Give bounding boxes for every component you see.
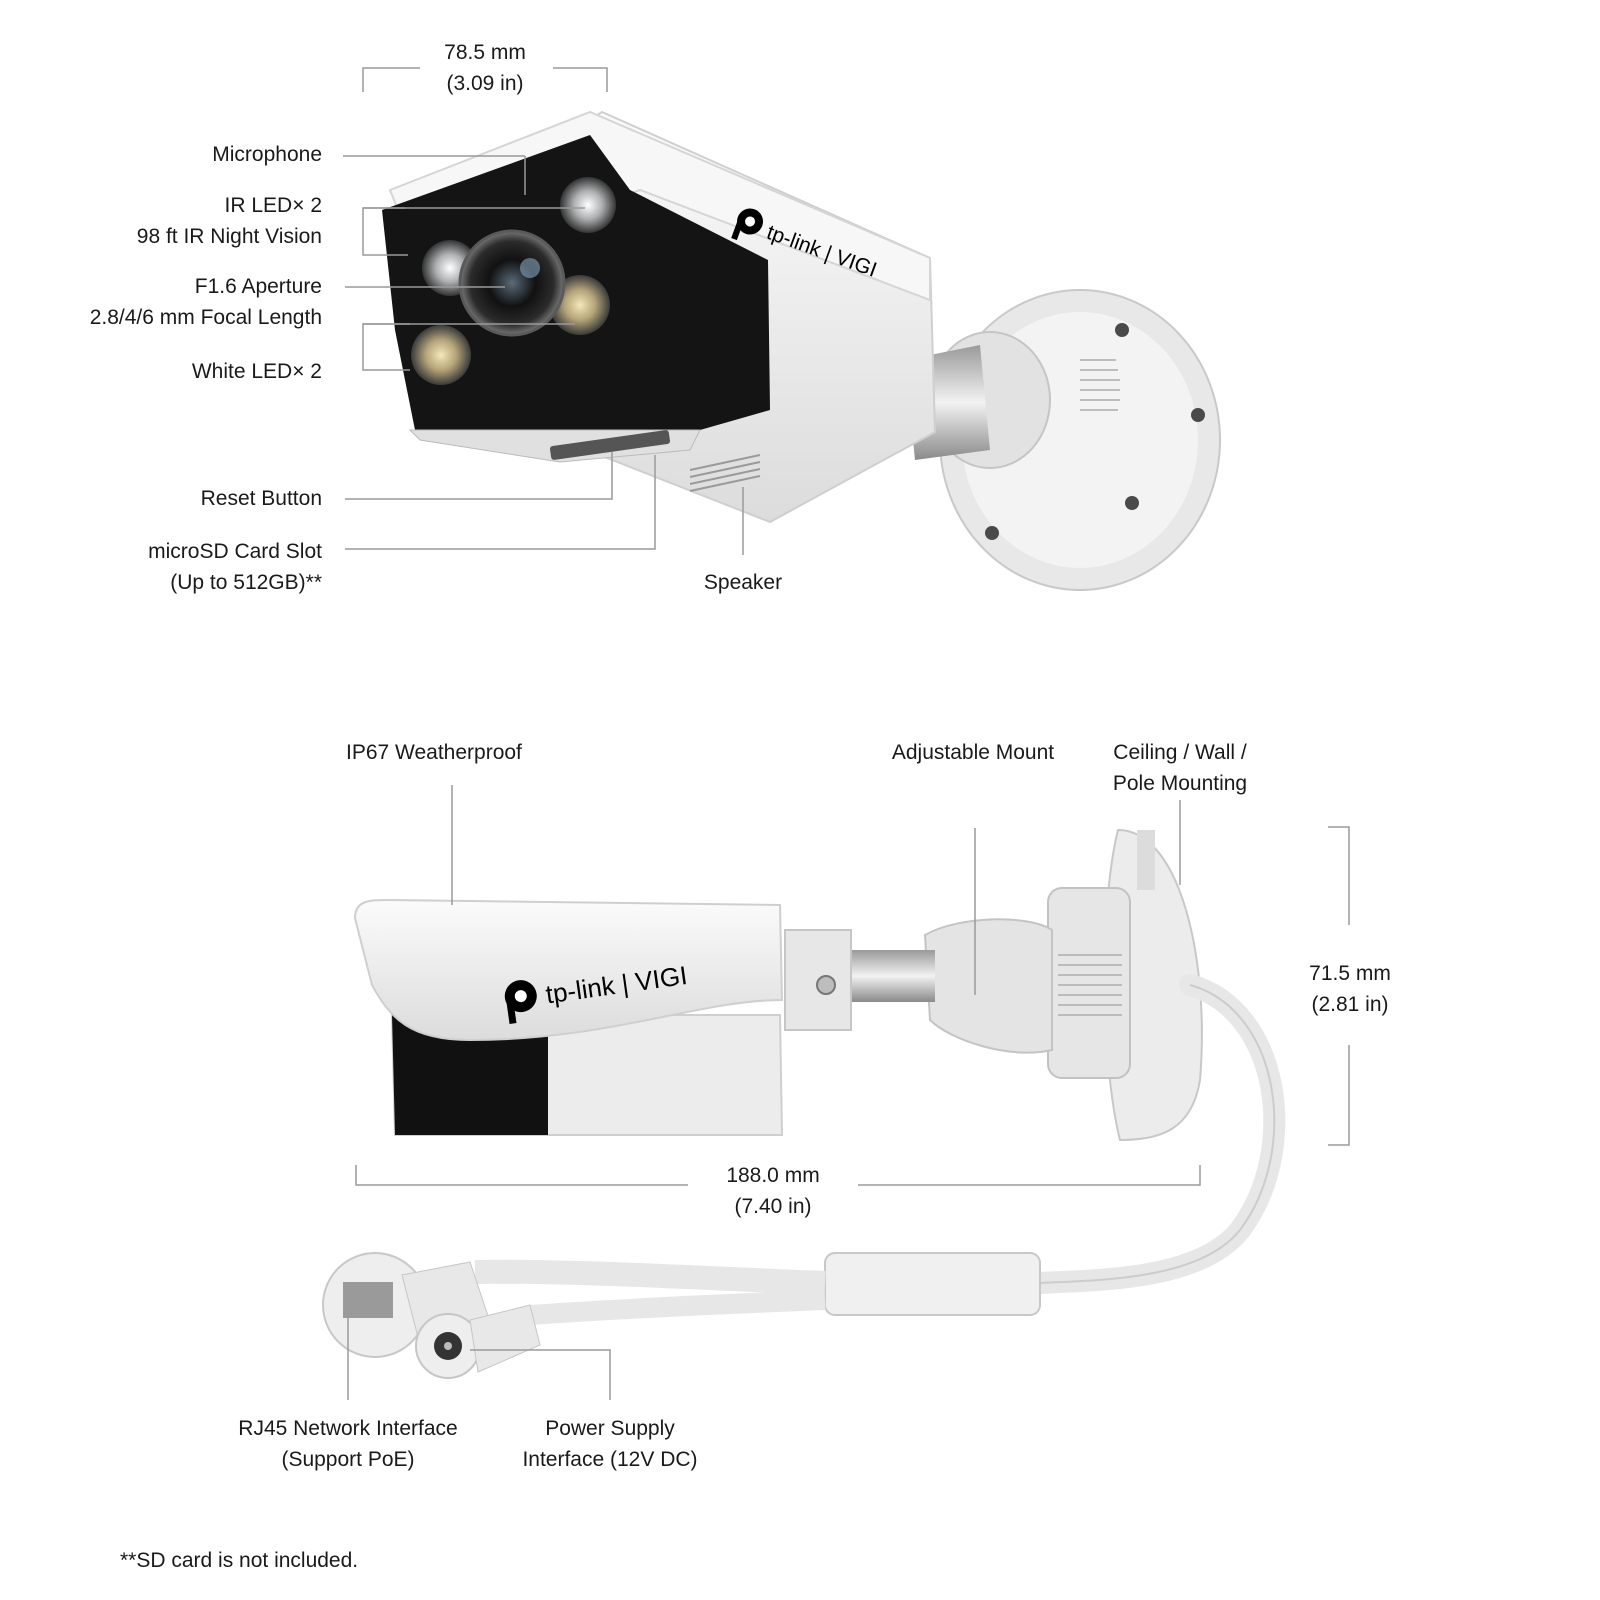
camera-lens <box>458 229 566 337</box>
callout-aperture-title: F1.6 Aperture <box>194 275 322 298</box>
dimension-width-mm: 78.5 mm <box>444 41 526 64</box>
callout-mounting-line2: Pole Mounting <box>1112 772 1248 795</box>
dimension-height-mm: 71.5 mm <box>1309 962 1391 985</box>
callout-mounting: Ceiling / Wall / Pole Mounting <box>1085 737 1275 799</box>
callout-weatherproof: IP67 Weatherproof <box>346 741 522 764</box>
callout-microsd-detail: (Up to 512GB)** <box>170 571 322 594</box>
dimension-height-in: (2.81 in) <box>1311 993 1389 1016</box>
callout-power-detail: Interface (12V DC) <box>522 1448 698 1471</box>
white-led-left <box>411 325 471 385</box>
dimension-length: 188.0 mm (7.40 in) <box>703 1160 843 1222</box>
callout-speaker: Speaker <box>703 571 783 594</box>
dimension-length-mm: 188.0 mm <box>726 1164 820 1187</box>
dimension-width: 78.5 mm (3.09 in) <box>400 37 570 99</box>
callout-white-led: White LED× 2 <box>191 360 322 383</box>
dimension-length-in: (7.40 in) <box>734 1195 812 1218</box>
callout-power-title: Power Supply <box>545 1417 675 1440</box>
callout-rj45-title: RJ45 Network Interface <box>238 1417 458 1440</box>
callout-rj45-detail: (Support PoE) <box>281 1448 415 1471</box>
callout-power: Power Supply Interface (12V DC) <box>510 1413 710 1475</box>
callout-mounting-line1: Ceiling / Wall / <box>1113 741 1247 764</box>
callout-rj45: RJ45 Network Interface (Support PoE) <box>223 1413 473 1475</box>
callout-aperture: F1.6 Aperture 2.8/4/6 mm Focal Length <box>90 271 322 333</box>
callout-ir-led: IR LED× 2 98 ft IR Night Vision <box>137 190 322 252</box>
side-camera-illustration <box>322 828 1286 1379</box>
callout-microsd: microSD Card Slot (Up to 512GB)** <box>148 536 322 598</box>
callout-adjustable-mount: Adjustable Mount <box>891 741 1055 764</box>
callout-reset: Reset Button <box>200 487 322 510</box>
leader-lines <box>343 67 1350 1400</box>
dimension-height: 71.5 mm (2.81 in) <box>1290 958 1410 1020</box>
callout-ir-led-title: IR LED× 2 <box>224 194 322 217</box>
sunshield <box>353 898 784 1042</box>
callout-ir-led-detail: 98 ft IR Night Vision <box>136 225 322 248</box>
ir-led-right <box>560 177 616 233</box>
callout-microsd-title: microSD Card Slot <box>148 540 322 563</box>
footnote: **SD card is not included. <box>120 1549 359 1572</box>
callout-microphone: Microphone <box>212 143 322 166</box>
dimension-width-in: (3.09 in) <box>446 72 524 95</box>
callout-aperture-detail: 2.8/4/6 mm Focal Length <box>89 306 322 329</box>
front-camera-illustration <box>382 110 1221 591</box>
cable-connector <box>824 1252 1041 1316</box>
